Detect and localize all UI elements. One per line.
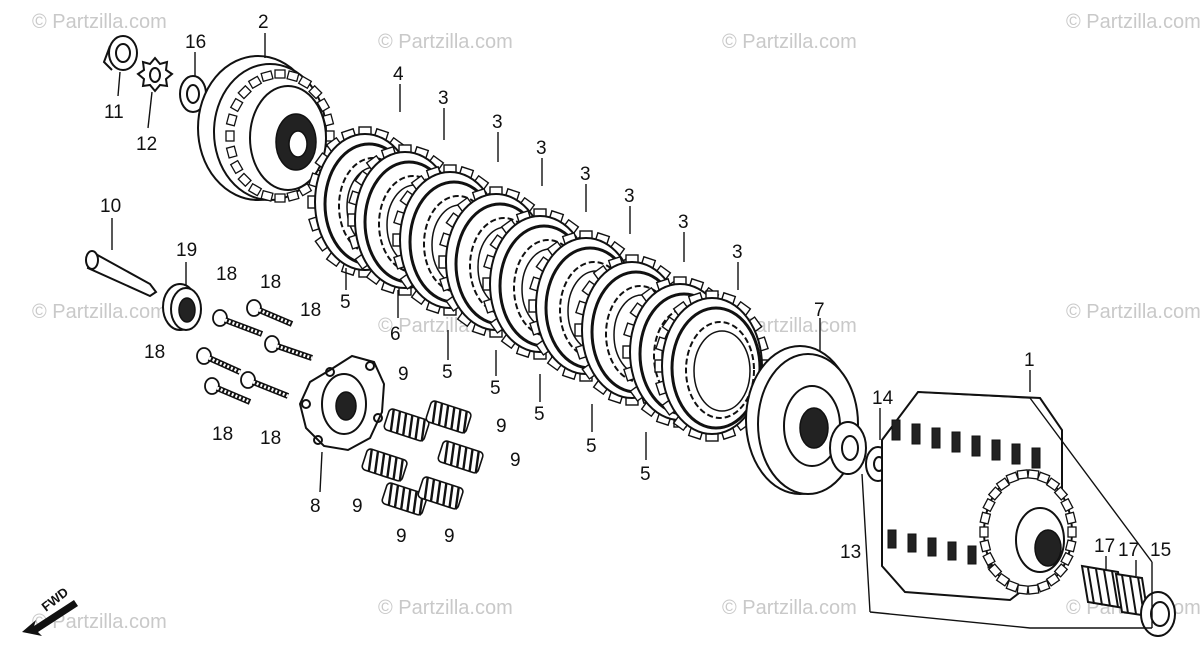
callout-4: 4 bbox=[393, 64, 404, 85]
callout-16: 16 bbox=[185, 32, 206, 53]
spring[interactable] bbox=[417, 476, 464, 510]
callout-9: 9 bbox=[352, 496, 363, 517]
spring[interactable] bbox=[425, 400, 472, 434]
callout-6: 6 bbox=[390, 324, 401, 345]
callout-5: 5 bbox=[490, 378, 501, 399]
part-17-bushing[interactable] bbox=[1080, 564, 1150, 618]
callout-5: 5 bbox=[534, 404, 545, 425]
callout-3: 3 bbox=[624, 186, 635, 207]
watermark: © Partzilla.com bbox=[722, 597, 857, 619]
callout-15: 15 bbox=[1150, 540, 1171, 561]
watermark: © Partzilla.com bbox=[378, 31, 513, 53]
callout-9: 9 bbox=[398, 364, 409, 385]
callout-9: 9 bbox=[496, 416, 507, 437]
callout-12: 12 bbox=[136, 134, 157, 155]
bolt[interactable] bbox=[264, 335, 313, 361]
callout-18: 18 bbox=[300, 300, 321, 321]
part-10-lifter-piece[interactable] bbox=[85, 250, 158, 298]
spring[interactable] bbox=[383, 408, 430, 442]
part-9-springs[interactable] bbox=[361, 400, 484, 516]
part-19-bearing[interactable] bbox=[162, 283, 202, 331]
part-8-lifter-plate[interactable] bbox=[298, 354, 386, 452]
part-2-clutch-center[interactable] bbox=[197, 55, 335, 203]
part-1-clutch-outer[interactable] bbox=[881, 390, 1077, 602]
watermark: © Partzilla.com bbox=[1066, 301, 1200, 323]
callout-labels: 2 16 11 12 10 19 4 3 3 3 3 3 3 3 5 6 5 5… bbox=[100, 12, 1171, 563]
callout-5: 5 bbox=[640, 464, 651, 485]
spring[interactable] bbox=[381, 482, 428, 516]
watermark: © Partzilla.com bbox=[32, 11, 167, 33]
callout-9: 9 bbox=[396, 526, 407, 547]
part-1-bracket bbox=[861, 391, 1153, 629]
callout-5: 5 bbox=[442, 362, 453, 383]
watermark: © Partzilla.com bbox=[32, 301, 167, 323]
watermark: © Partzilla.com bbox=[1066, 11, 1200, 33]
callout-18: 18 bbox=[260, 428, 281, 449]
callout-18: 18 bbox=[260, 272, 281, 293]
callout-19: 19 bbox=[176, 240, 197, 261]
callout-5: 5 bbox=[586, 436, 597, 457]
callout-13: 13 bbox=[840, 542, 861, 563]
callout-3: 3 bbox=[580, 164, 591, 185]
watermark: © Partzilla.com bbox=[722, 31, 857, 53]
callout-8: 8 bbox=[310, 496, 321, 517]
callout-1: 1 bbox=[1024, 350, 1035, 371]
callout-7: 7 bbox=[814, 300, 825, 321]
bolt[interactable] bbox=[212, 309, 264, 337]
spring[interactable] bbox=[361, 448, 408, 482]
part-12-star-washer[interactable] bbox=[136, 56, 174, 93]
callout-2: 2 bbox=[258, 12, 269, 33]
callout-18: 18 bbox=[144, 342, 165, 363]
bolt[interactable] bbox=[246, 299, 294, 327]
callout-3: 3 bbox=[536, 138, 547, 159]
callout-5: 5 bbox=[340, 292, 351, 313]
leader-lines bbox=[111, 33, 1137, 576]
bolt[interactable] bbox=[196, 347, 242, 375]
callout-3: 3 bbox=[732, 242, 743, 263]
callout-17: 17 bbox=[1094, 536, 1115, 557]
callout-3: 3 bbox=[492, 112, 503, 133]
callout-17: 17 bbox=[1118, 540, 1139, 561]
watermark: © Partzilla.com bbox=[378, 597, 513, 619]
part-14-washer[interactable] bbox=[829, 421, 867, 475]
bolt[interactable] bbox=[240, 371, 290, 399]
callout-10: 10 bbox=[100, 196, 121, 217]
callout-9: 9 bbox=[444, 526, 455, 547]
callout-18: 18 bbox=[212, 424, 233, 445]
callout-9: 9 bbox=[510, 450, 521, 471]
part-11-lock-washer[interactable] bbox=[102, 35, 138, 71]
callout-14: 14 bbox=[872, 388, 894, 409]
bolt[interactable] bbox=[204, 377, 252, 405]
callout-3: 3 bbox=[438, 88, 449, 109]
part-15-thrust-washer[interactable] bbox=[1140, 591, 1176, 637]
callout-3: 3 bbox=[678, 212, 689, 233]
clutch-plate-stack[interactable] bbox=[307, 126, 770, 442]
watermark: © Partzilla.com bbox=[32, 611, 167, 633]
callout-11: 11 bbox=[104, 102, 124, 123]
spring[interactable] bbox=[437, 440, 484, 474]
callout-18: 18 bbox=[216, 264, 237, 285]
part-18-bolts[interactable] bbox=[196, 299, 313, 405]
